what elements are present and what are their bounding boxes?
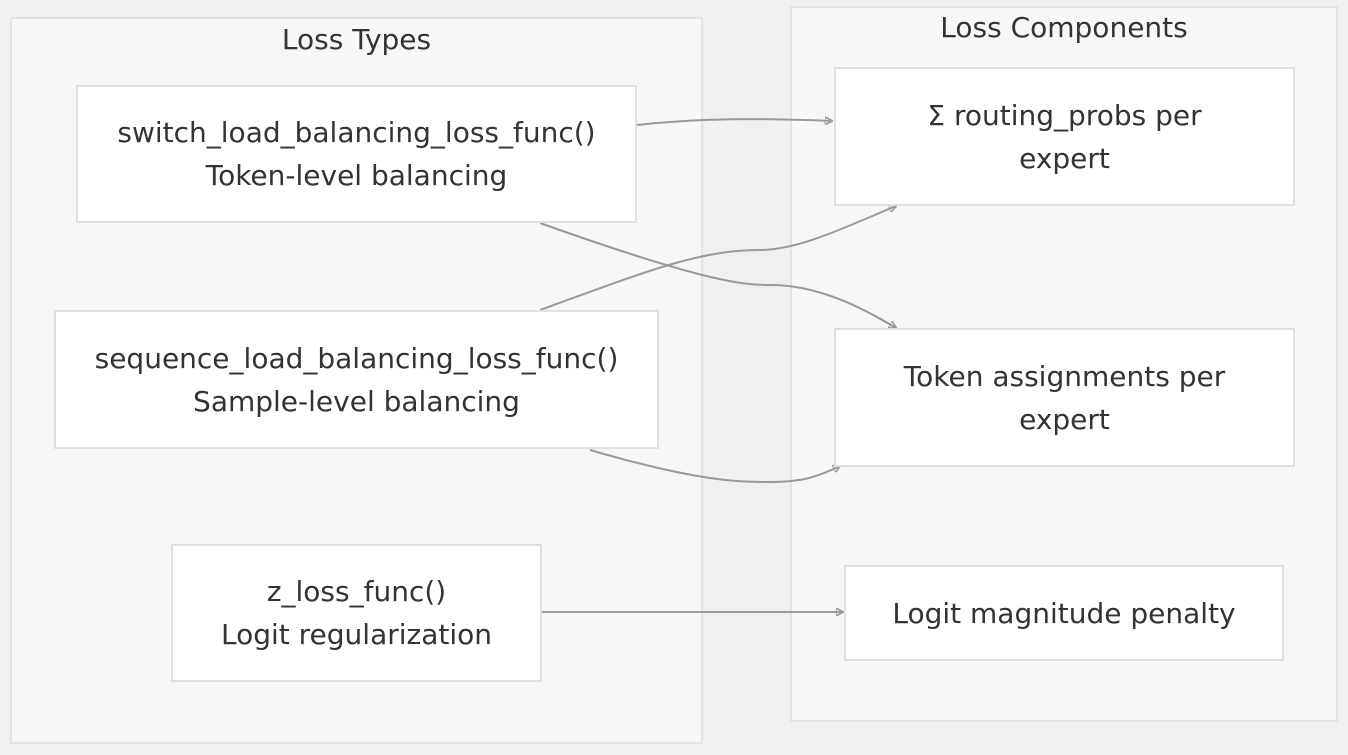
node-switch-load-balancing[interactable]: switch_load_balancing_loss_func() Token-… xyxy=(76,85,637,223)
node-sequence-load-balancing[interactable]: sequence_load_balancing_loss_func() Samp… xyxy=(54,310,659,449)
node-assignments-line1: Token assignments per xyxy=(903,359,1226,393)
node-sequence-function-label: sequence_load_balancing_loss_func() xyxy=(94,341,619,375)
node-z-loss[interactable]: z_loss_func() Logit regularization xyxy=(171,544,542,682)
node-logit-penalty[interactable]: Logit magnitude penalty xyxy=(844,565,1284,661)
cluster-title-loss-components: Loss Components xyxy=(940,11,1188,44)
node-switch-description: Token-level balancing xyxy=(205,159,508,192)
cluster-title-loss-types: Loss Types xyxy=(281,23,432,56)
node-switch-function-label: switch_load_balancing_loss_func() xyxy=(117,116,596,149)
node-zloss-function-label: z_loss_func() xyxy=(266,575,447,608)
node-sequence-description: Sample-level balancing xyxy=(193,384,520,418)
node-zloss-description: Logit regularization xyxy=(220,618,493,651)
node-token-assignments[interactable]: Token assignments per expert xyxy=(834,328,1295,467)
node-assignments-line2: expert xyxy=(1019,402,1110,436)
node-penalty-label: Logit magnitude penalty xyxy=(892,596,1236,630)
node-routing-probs[interactable]: Σ routing_probs per expert xyxy=(834,67,1295,206)
node-routing-line2: expert xyxy=(1019,141,1110,175)
node-routing-line1: Σ routing_probs per xyxy=(927,98,1202,132)
